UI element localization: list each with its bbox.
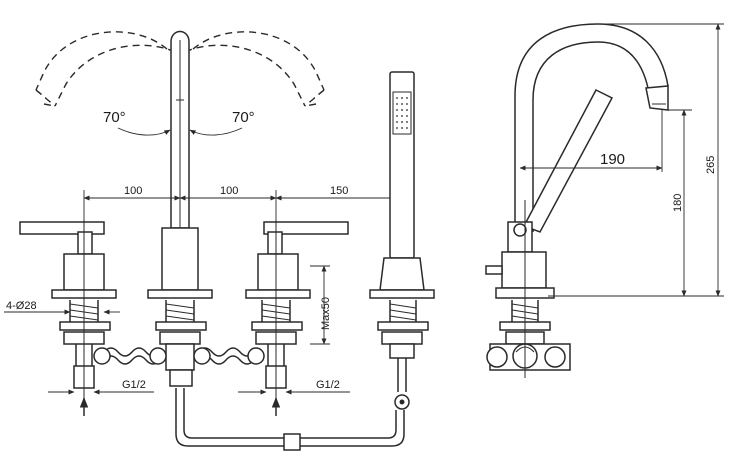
- angle-arrow-right: [189, 127, 243, 136]
- spacing-label-1: 100: [124, 185, 142, 197]
- side-view: 190 180 265: [485, 23, 724, 378]
- spout-height-label: 180: [672, 194, 684, 212]
- right-valve: [245, 220, 349, 400]
- thread-right-dimension: [238, 389, 350, 416]
- side-lever: [522, 89, 614, 233]
- spout-base: [147, 227, 213, 387]
- angle-arrow-left: [117, 127, 171, 136]
- left-valve: [19, 220, 117, 400]
- shower-nozzle-dots: [396, 97, 408, 129]
- deck-max-label: Max50: [320, 297, 332, 330]
- deck-thickness-dimension: [310, 265, 330, 345]
- spout-swing-right: [174, 31, 325, 107]
- total-height-dimension: [600, 23, 724, 297]
- side-body: [485, 200, 571, 378]
- hand-shower: [369, 71, 435, 410]
- reach-label: 190: [600, 151, 625, 168]
- flex-hoses: [93, 347, 265, 365]
- gooseneck-spout: [514, 23, 669, 232]
- spacing-label-2: 100: [220, 185, 238, 197]
- spout-swing-left: [35, 31, 186, 107]
- front-view: 70° 70° 100 100 150: [4, 30, 435, 451]
- hole-spec-label: 4-Ø28: [6, 300, 37, 312]
- thread-right-label: G1/2: [316, 379, 340, 391]
- thread-left-dimension: [48, 389, 154, 416]
- reach-dimension: [519, 110, 663, 172]
- total-height-label: 265: [705, 156, 717, 174]
- angle-label-right: 70°: [232, 109, 255, 126]
- spout-height-dimension: [548, 109, 692, 297]
- shower-hose: [175, 388, 405, 451]
- angle-label-left: 70°: [103, 109, 126, 126]
- spacing-label-3: 150: [330, 185, 348, 197]
- thread-left-label: G1/2: [122, 379, 146, 391]
